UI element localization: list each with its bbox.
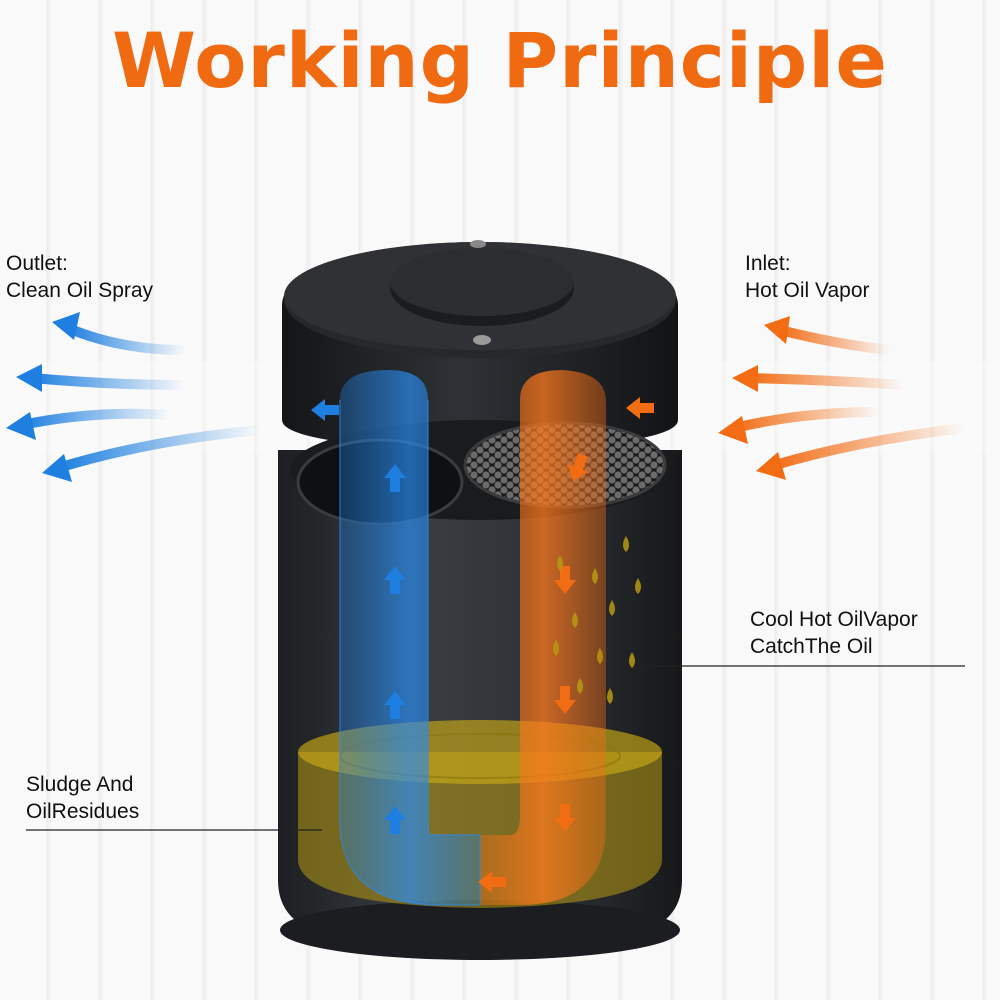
outlet-label: Outlet: Clean Oil Spray [6,250,153,304]
oil-drop-icon [553,640,559,656]
oil-drops [553,536,641,704]
arrow-left-icon [16,364,190,392]
u-flow-path [339,370,606,906]
oil-drop-icon [635,578,641,594]
outlet-label-line2: Clean Oil Spray [6,279,154,302]
arrow-left-icon [6,408,175,440]
arrow-left-icon [718,407,885,444]
cooling-label-line2: CatchThe Oil [750,635,873,658]
oil-drop-icon [607,688,613,704]
arrow-left-icon [756,423,970,480]
arrow-left-icon [732,365,910,392]
bolt-top [470,240,486,248]
sludge-label-line2: OilResidues [26,800,140,823]
inlet-label-line1: Inlet: [745,252,791,275]
page-title: Working Principle [112,16,888,105]
cooling-label-line1: Cool Hot OilVapor [750,608,918,631]
arrow-up-icon [384,806,406,834]
arrow-up-icon [384,464,406,492]
sludge-label-line1: Sludge And [26,773,134,796]
inlet-flow-arrows [718,316,970,480]
arrow-down-icon [554,804,576,832]
oil-drop-icon [557,555,563,571]
oil-drop-icon [597,648,603,664]
arrow-up-icon [384,691,406,719]
sludge-label: Sludge And OilResidues [26,771,139,825]
arrow-left-icon [42,425,265,482]
outlet-flow-arrows [6,312,265,482]
inlet-label-line2: Hot Oil Vapor [745,279,870,302]
arrow-down-icon [554,686,576,714]
inlet-label: Inlet: Hot Oil Vapor [745,250,870,304]
hot-flow-tube [480,370,606,905]
oil-drop-icon [623,536,629,552]
outlet-label-line1: Outlet: [6,252,68,275]
arrow-left-icon [311,399,339,421]
arrow-down-icon [567,453,589,482]
canister-base [280,900,680,960]
arrow-left-icon [764,316,895,355]
hot-flow-arrows [478,397,654,893]
cooling-label: Cool Hot OilVapor CatchThe Oil [750,606,918,660]
lid-boss-face [390,248,574,316]
arrow-up-icon [384,566,406,594]
arrow-left-icon [626,397,654,419]
oil-drop-icon [577,678,583,694]
clean-flow-tube [340,370,480,905]
oil-drop-icon [629,652,635,668]
oil-drop-icon [572,612,578,628]
arrow-left-icon [52,312,190,355]
oil-drop-icon [609,600,615,616]
arrow-down-icon [554,566,576,594]
bolt-bottom [473,335,491,345]
arrow-left-icon [478,871,506,893]
clean-flow-arrows [311,399,406,834]
oil-drop-icon [592,568,598,584]
